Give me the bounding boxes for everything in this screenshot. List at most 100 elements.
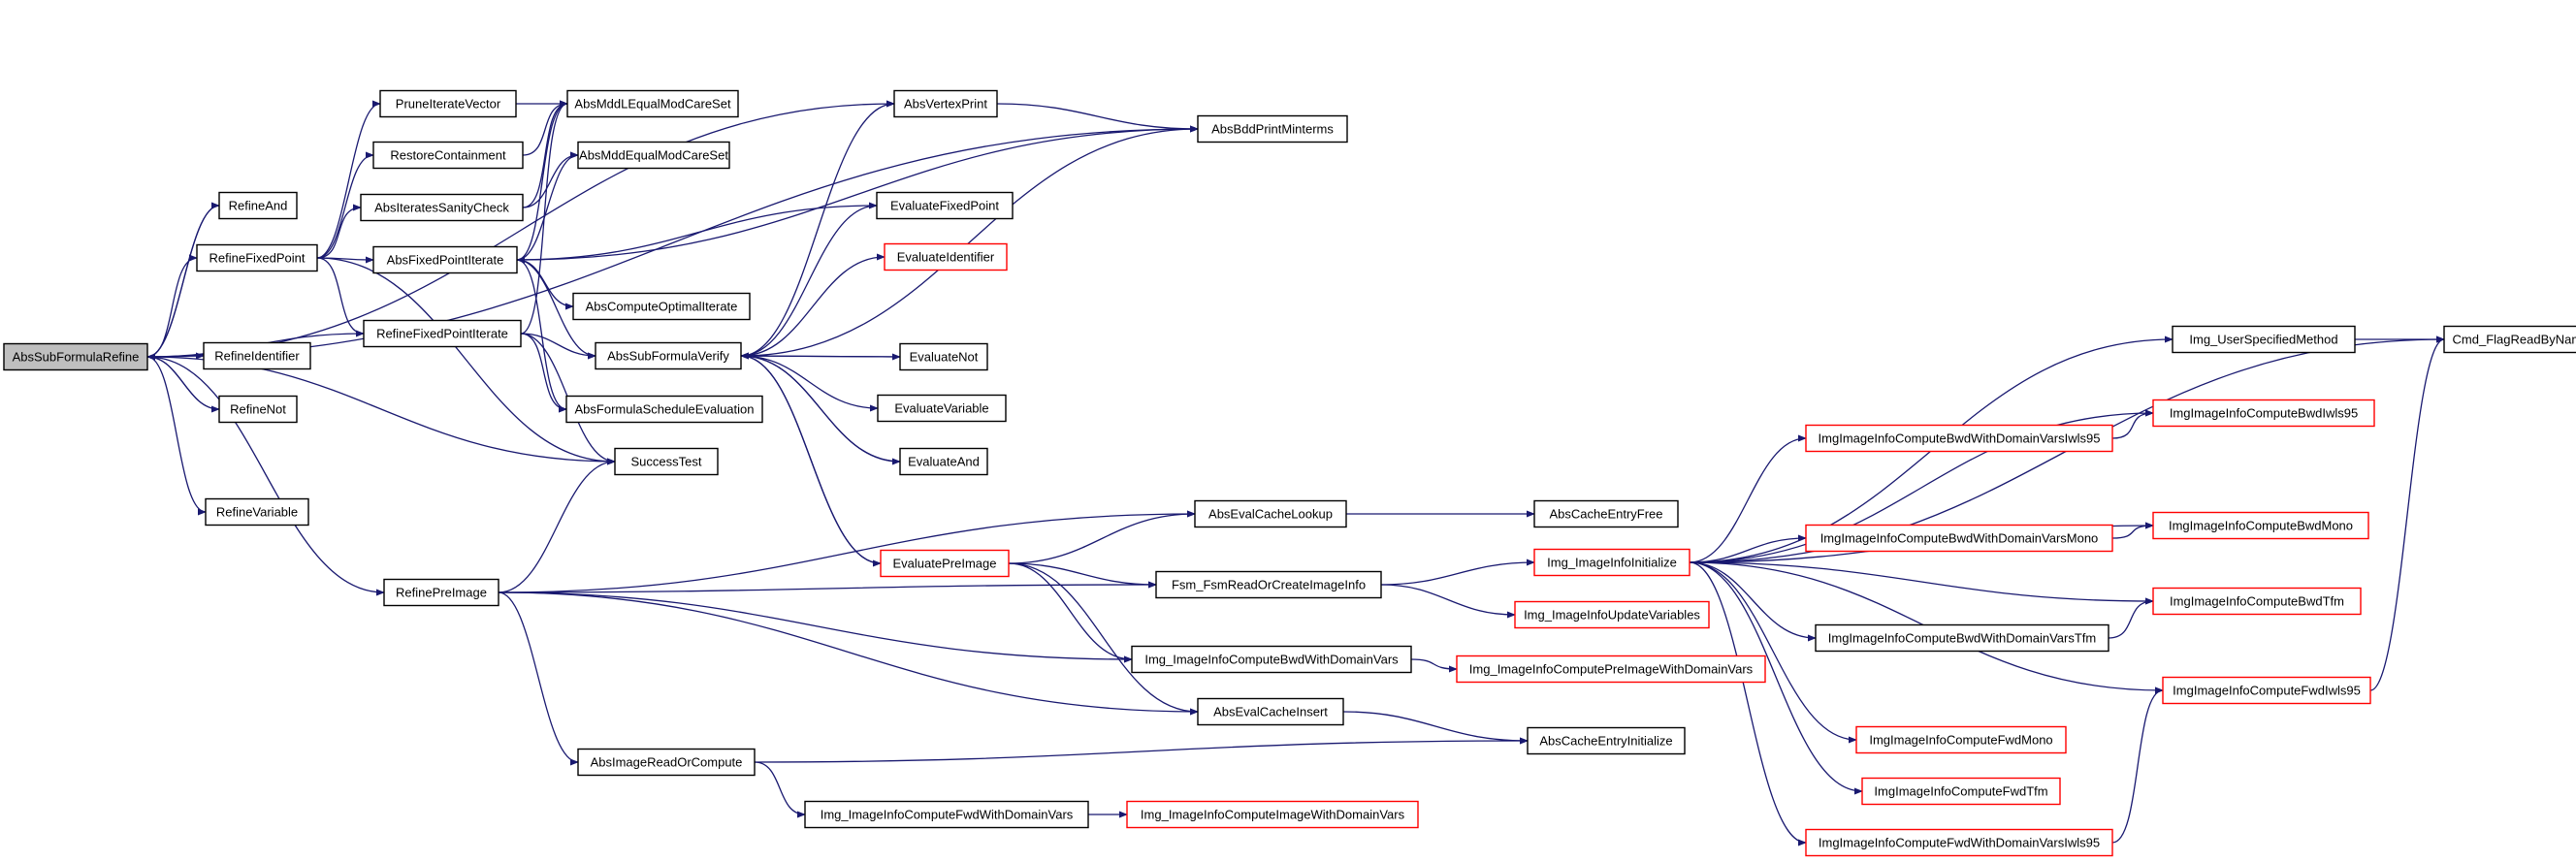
node-abs-vertex-print[interactable]: AbsVertexPrint [893, 89, 998, 118]
edge-img-image-info-compute-bwd-with-domain-vars-mono-to-img-image-info-compute-bwd-mono [2111, 522, 2154, 539]
node-label: Img_ImageInfoComputePreImageWithDomainVa… [1469, 662, 1754, 677]
node-img-image-info-compute-fwd-with-domain-vars-iwls95[interactable]: ImgImageInfoComputeFwdWithDomainVarsIwls… [1805, 828, 2113, 857]
node-label: Img_ImageInfoUpdateVariables [1524, 608, 1700, 623]
node-abs-cache-entry-free[interactable]: AbsCacheEntryFree [1533, 499, 1679, 528]
node-img-image-info-compute-fwd-iwls95[interactable]: ImgImageInfoComputeFwdIwls95 [2162, 676, 2371, 705]
node-refine-and[interactable]: RefineAnd [218, 191, 298, 220]
node-refine-identifier[interactable]: RefineIdentifier [203, 341, 311, 370]
edge-img-image-info-initialize-to-img-image-info-compute-fwd-with-domain-vars-iwls95 [1689, 561, 1807, 846]
node-label: AbsMddLEqualModCareSet [574, 97, 731, 112]
node-box [880, 549, 1010, 578]
edge-refine-pre-image-to-abs-image-read-or-compute [498, 591, 579, 766]
node-label: AbsCacheEntryFree [1549, 507, 1662, 522]
node-abs-image-read-or-compute[interactable]: AbsImageReadOrCompute [577, 748, 756, 777]
edge-refine-fixed-point-to-success-test [316, 257, 616, 465]
node-img-image-info-compute-bwd-with-domain-vars-mono[interactable]: ImgImageInfoComputeBwdWithDomainVarsMono [1805, 524, 2113, 553]
node-box [1855, 725, 2067, 754]
node-box [595, 341, 742, 370]
node-box [1805, 524, 2113, 553]
node-box [1514, 600, 1710, 629]
node-fsm-fsm-read-or-create-image-info[interactable]: Fsm_FsmReadOrCreateImageInfo [1155, 570, 1382, 599]
node-img-image-info-update-variables[interactable]: Img_ImageInfoUpdateVariables [1514, 600, 1710, 629]
node-box [804, 800, 1089, 829]
edge-evaluate-pre-image-to-img-image-info-compute-bwd-with-domain-vars [1008, 562, 1133, 663]
node-evaluate-fixed-point[interactable]: EvaluateFixedPoint [876, 191, 1014, 220]
node-box [218, 395, 298, 424]
node-refine-fixed-point[interactable]: RefineFixedPoint [196, 243, 318, 272]
node-label: AbsImageReadOrCompute [591, 755, 743, 770]
node-img-image-info-compute-image-with-domain-vars[interactable]: Img_ImageInfoComputeImageWithDomainVars [1126, 800, 1419, 829]
node-abs-iterates-sanity-check[interactable]: AbsIteratesSanityCheck [360, 193, 524, 222]
node-label: ImgImageInfoComputeFwdIwls95 [2173, 684, 2361, 698]
edge-abs-eval-cache-insert-to-abs-cache-entry-initialize [1342, 711, 1529, 745]
edge-img-image-info-compute-bwd-with-domain-vars-tfm-to-img-image-info-compute-bwd-tfm [2108, 597, 2154, 639]
edge-refine-fixed-point-iterate-to-abs-sub-formula-verify [520, 333, 596, 360]
edge-img-image-info-compute-bwd-with-domain-vars-to-img-image-info-compute-pre-image-with-domain-vars [1410, 658, 1458, 673]
node-abs-mdd-equal-mod-care-set[interactable]: AbsMddEqualModCareSet [577, 141, 730, 170]
node-box [2172, 325, 2356, 354]
node-img-image-info-compute-fwd-mono[interactable]: ImgImageInfoComputeFwdMono [1855, 725, 2067, 754]
node-img-image-info-compute-bwd-tfm[interactable]: ImgImageInfoComputeBwdTfm [2152, 587, 2362, 616]
node-img-image-info-compute-pre-image-with-domain-vars[interactable]: Img_ImageInfoComputePreImageWithDomainVa… [1456, 654, 1766, 684]
node-abs-bdd-print-minterms[interactable]: AbsBddPrintMinterms [1197, 114, 1348, 144]
node-refine-not[interactable]: RefineNot [218, 395, 298, 424]
node-refine-fixed-point-iterate[interactable]: RefineFixedPointIterate [363, 319, 522, 348]
edge-restore-containment-to-abs-mdd-lequal-mod-care-set [522, 100, 568, 156]
node-refine-variable[interactable]: RefineVariable [205, 497, 309, 527]
edge-abs-sub-formula-verify-to-evaluate-variable [740, 355, 879, 412]
node-box [372, 245, 518, 274]
node-img-user-specified-method[interactable]: Img_UserSpecifiedMethod [2172, 325, 2356, 354]
node-abs-compute-optimal-iterate[interactable]: AbsComputeOptimalIterate [572, 292, 751, 321]
node-img-image-info-compute-bwd-with-domain-vars-iwls95[interactable]: ImgImageInfoComputeBwdWithDomainVarsIwls… [1805, 424, 2113, 453]
node-label: EvaluateIdentifier [897, 250, 995, 265]
node-box [360, 193, 524, 222]
node-restore-containment[interactable]: RestoreContainment [372, 141, 524, 170]
node-box [379, 89, 517, 118]
node-evaluate-pre-image[interactable]: EvaluatePreImage [880, 549, 1010, 578]
node-label: ImgImageInfoComputeFwdMono [1869, 733, 2052, 748]
node-label: RefineNot [230, 402, 286, 417]
node-abs-cache-entry-initialize[interactable]: AbsCacheEntryInitialize [1527, 726, 1686, 755]
node-box [565, 395, 763, 424]
node-evaluate-variable[interactable]: EvaluateVariable [877, 394, 1007, 423]
node-label: AbsCacheEntryInitialize [1539, 734, 1672, 749]
node-box [572, 292, 751, 321]
node-label: ImgImageInfoComputeFwdWithDomainVarsIwls… [1819, 836, 2100, 850]
node-box [884, 242, 1008, 271]
node-label: AbsFixedPointIterate [387, 253, 504, 268]
node-abs-eval-cache-lookup[interactable]: AbsEvalCacheLookup [1194, 499, 1347, 528]
node-abs-eval-cache-insert[interactable]: AbsEvalCacheInsert [1197, 697, 1344, 726]
node-label: Img_UserSpecifiedMethod [2189, 333, 2337, 347]
node-label: EvaluateNot [910, 350, 979, 365]
node-img-image-info-compute-bwd-with-domain-vars[interactable]: Img_ImageInfoComputeBwdWithDomainVars [1131, 645, 1412, 674]
node-abs-sub-formula-refine[interactable]: AbsSubFormulaRefine [3, 342, 148, 371]
edge-refine-pre-image-to-abs-eval-cache-insert [498, 591, 1199, 716]
node-img-image-info-compute-fwd-with-domain-vars[interactable]: Img_ImageInfoComputeFwdWithDomainVars [804, 800, 1089, 829]
node-success-test[interactable]: SuccessTest [614, 447, 719, 476]
node-box [1131, 645, 1412, 674]
edge-refine-fixed-point-iterate-to-abs-formula-schedule-evaluation [520, 333, 567, 413]
node-evaluate-not[interactable]: EvaluateNot [899, 342, 988, 371]
node-prune-iterate-vector[interactable]: PruneIterateVector [379, 89, 517, 118]
node-cmd-flag-read-by-name[interactable]: Cmd_FlagReadByName [2443, 325, 2576, 354]
node-img-image-info-initialize[interactable]: Img_ImageInfoInitialize [1533, 548, 1690, 577]
edge-img-image-info-initialize-to-img-image-info-compute-bwd-iwls95 [1689, 409, 2154, 563]
node-refine-pre-image[interactable]: RefinePreImage [383, 578, 499, 607]
node-box [899, 342, 988, 371]
node-img-image-info-compute-bwd-iwls95[interactable]: ImgImageInfoComputeBwdIwls95 [2152, 399, 2375, 428]
node-label: ImgImageInfoComputeBwdMono [2169, 519, 2353, 533]
edge-refine-fixed-point-to-prune-iterate-vector [316, 100, 381, 259]
node-label: Img_ImageInfoInitialize [1547, 556, 1677, 570]
node-img-image-info-compute-fwd-tfm[interactable]: ImgImageInfoComputeFwdTfm [1861, 777, 2061, 806]
node-box [566, 89, 739, 118]
node-abs-sub-formula-verify[interactable]: AbsSubFormulaVerify [595, 341, 742, 370]
node-abs-fixed-point-iterate[interactable]: AbsFixedPointIterate [372, 245, 518, 274]
node-img-image-info-compute-bwd-mono[interactable]: ImgImageInfoComputeBwdMono [2152, 511, 2369, 540]
node-evaluate-and[interactable]: EvaluateAnd [899, 447, 988, 476]
node-img-image-info-compute-bwd-with-domain-vars-tfm[interactable]: ImgImageInfoComputeBwdWithDomainVarsTfm [1815, 623, 2109, 653]
node-evaluate-identifier[interactable]: EvaluateIdentifier [884, 242, 1008, 271]
node-box [2152, 511, 2369, 540]
node-abs-mdd-lequal-mod-care-set[interactable]: AbsMddLEqualModCareSet [566, 89, 739, 118]
node-abs-formula-schedule-evaluation[interactable]: AbsFormulaScheduleEvaluation [565, 395, 763, 424]
